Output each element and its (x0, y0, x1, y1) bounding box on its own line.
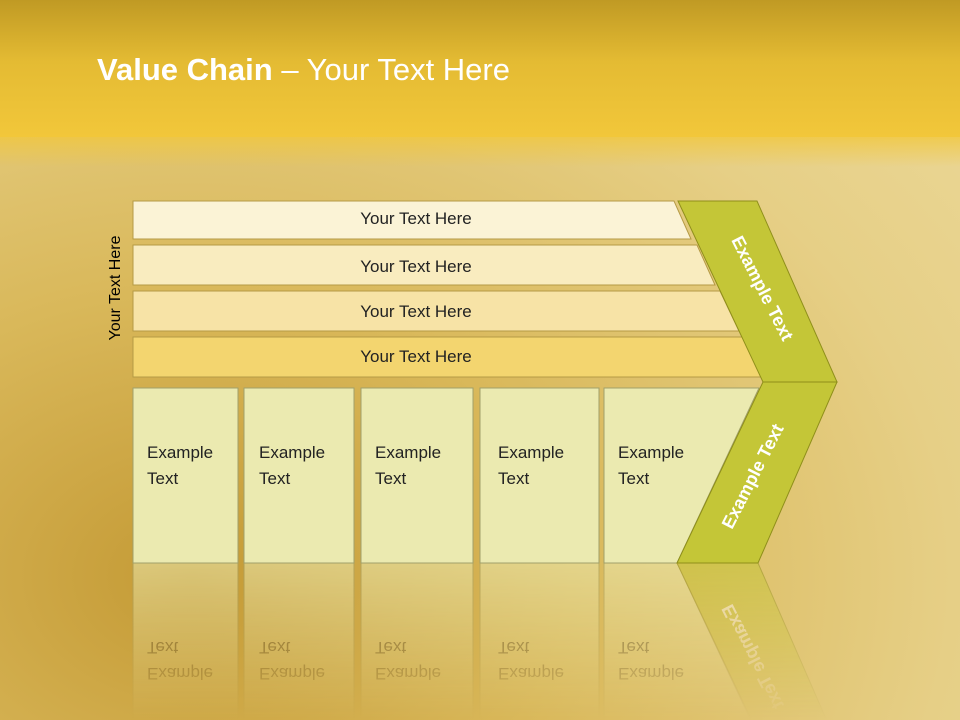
page-title-rest: – Your Text Here (272, 52, 510, 87)
title-bar-fade (0, 137, 960, 167)
box-3 (360, 387, 474, 564)
reflection-text-4: Example (498, 664, 564, 683)
box-2-text-line1: Example (259, 443, 325, 462)
page-title-bold: Value Chain (97, 52, 273, 87)
box-5-text-line2: Text (618, 469, 649, 488)
row-1-label: Your Text Here (360, 209, 472, 228)
box-2 (243, 387, 355, 564)
reflection-text-5b: Text (618, 638, 649, 657)
title-bar (0, 0, 960, 137)
reflection-text-2: Example (259, 664, 325, 683)
row-2 (132, 244, 716, 286)
box-1-text-line2: Text (147, 469, 178, 488)
row-2-label: Your Text Here (360, 257, 472, 276)
reflection-text-3: Example (375, 664, 441, 683)
box-2-text-line2: Text (259, 469, 290, 488)
reflection-boxes (132, 562, 828, 720)
reflection-text-1b: Text (147, 638, 178, 657)
box-4-text-line1: Example (498, 443, 564, 462)
activity-boxes: Example Text Example Text Example Text E… (132, 387, 760, 564)
box-5-text-line1: Example (618, 443, 684, 462)
page-title: Value Chain – Your Text Here (97, 52, 510, 88)
box-4 (479, 387, 600, 564)
reflection-text-1: Example (147, 664, 213, 683)
row-3-label: Your Text Here (360, 302, 472, 321)
margin-chevron: Example Text Example Text (676, 200, 838, 564)
reflection-text-4b: Text (498, 638, 529, 657)
box-1-text-line1: Example (147, 443, 213, 462)
chevron-lower (676, 381, 838, 564)
reflection: Example Text Example Text Example Text E… (132, 562, 828, 720)
box-3-text-line2: Text (375, 469, 406, 488)
reflection-text-5: Example (618, 664, 684, 683)
reflection-text-3b: Text (375, 638, 406, 657)
row-1 (132, 200, 692, 240)
text-rows: Your Text Here Your Text Here Your Text … (132, 200, 764, 378)
box-1 (132, 387, 239, 564)
box-4-text-line2: Text (498, 469, 529, 488)
box-3-text-line1: Example (375, 443, 441, 462)
reflection-text-2b: Text (259, 638, 290, 657)
row-4-label: Your Text Here (360, 347, 472, 366)
